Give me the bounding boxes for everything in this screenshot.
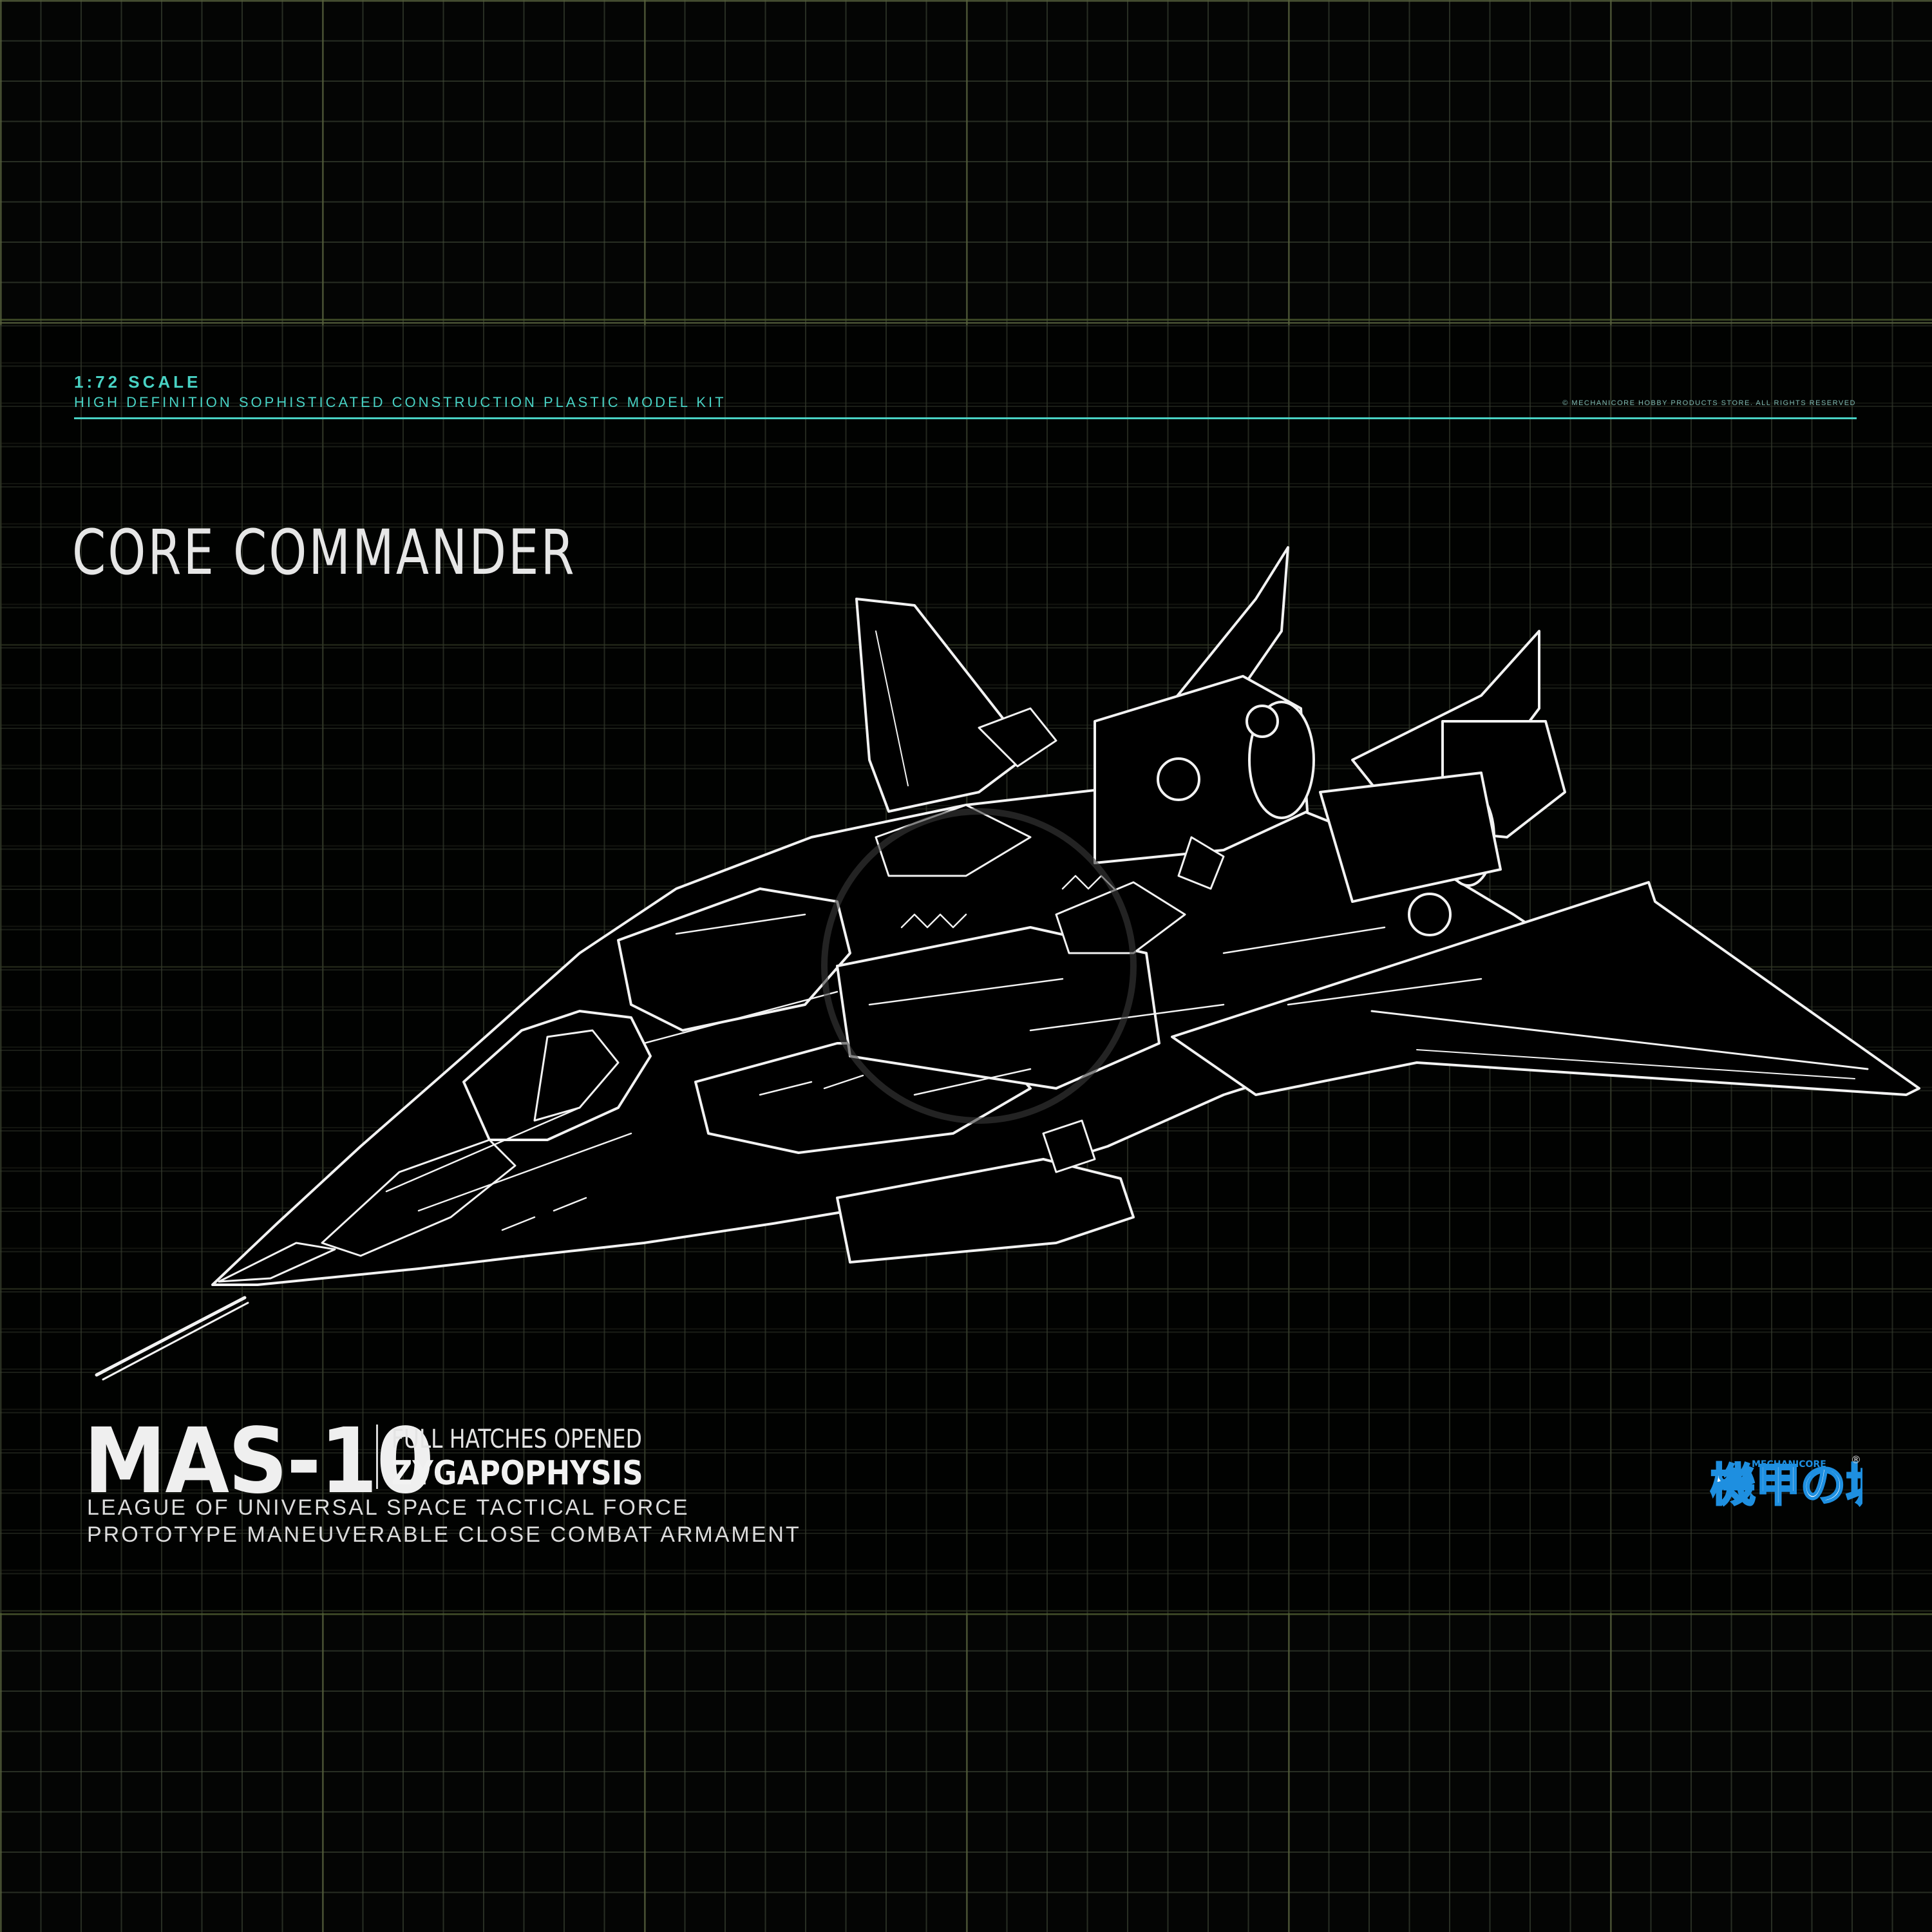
kit-description: HIGH DEFINITION SOPHISTICATED CONSTRUCTI…	[74, 394, 726, 410]
copyright-notice: © MECHANICORE HOBBY PRODUCTS STORE. ALL …	[1562, 399, 1856, 407]
logo-main-text: 機甲の城	[1710, 1459, 1862, 1511]
model-code: MAS-10	[84, 1409, 434, 1514]
page-title: CORE COMMANDER	[72, 516, 576, 589]
header-rule	[74, 417, 1857, 419]
registered-mark: ®	[1851, 1454, 1861, 1466]
designation-line: PROTOTYPE MANEUVERABLE CLOSE COMBAT ARMA…	[87, 1522, 801, 1547]
panel-bottom-border	[0, 1613, 1932, 1615]
faction-line: LEAGUE OF UNIVERSAL SPACE TACTICAL FORCE	[87, 1495, 690, 1520]
logo-sub-text: MECHANICORE	[1752, 1459, 1826, 1470]
model-name: ZYGAPOPHYSIS	[392, 1454, 643, 1493]
scale-label: 1:72 SCALE	[74, 372, 202, 392]
panel-top-border	[0, 319, 1932, 321]
brand-logo: 機甲の城 MECHANICORE ®	[1710, 1454, 1863, 1513]
footer-divider	[376, 1425, 378, 1489]
model-state: FULL HATCHES OPENED	[392, 1425, 642, 1454]
